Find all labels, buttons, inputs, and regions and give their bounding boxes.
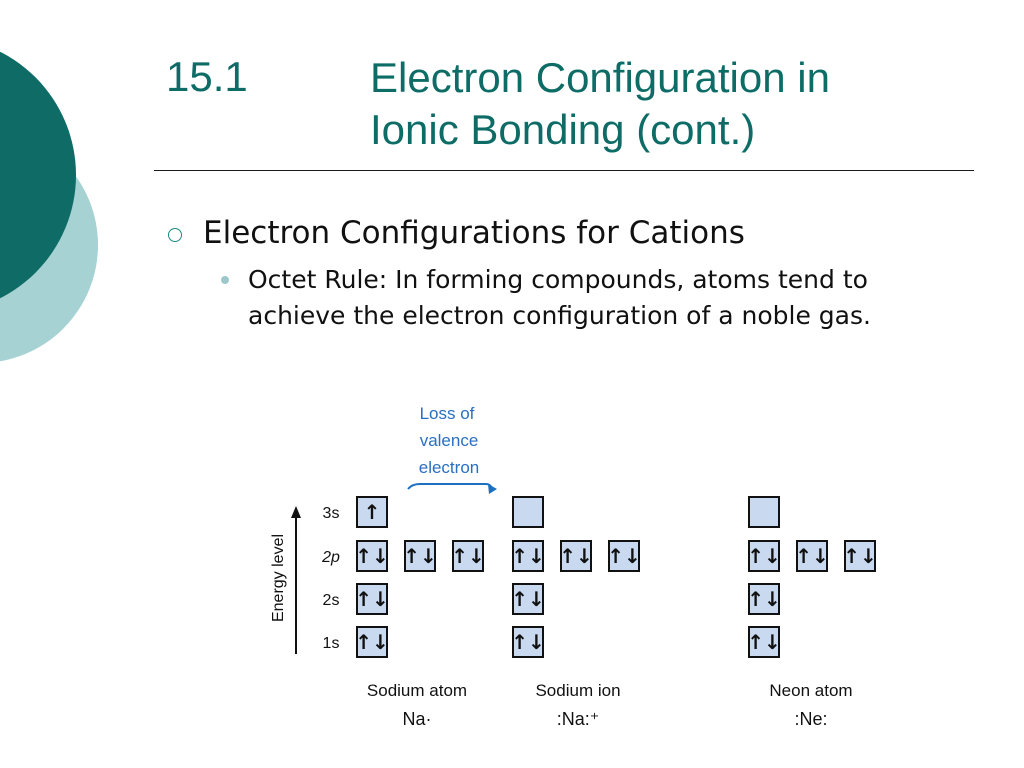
orbital-box-frame — [512, 540, 544, 572]
slide-number: 15.1 — [166, 53, 248, 100]
orbital-box-frame — [356, 583, 388, 615]
arrow-label-line-3: electron — [419, 458, 479, 477]
arrow-label-line-1: Loss of — [420, 404, 475, 423]
decor-circle-dark — [0, 51, 76, 299]
slide-title-line-2: Ionic Bonding (cont.) — [370, 106, 756, 153]
orbital-box-frame — [748, 496, 780, 528]
electron-spin: ↑↓ — [355, 630, 389, 654]
electron-spin: ↑↓ — [795, 544, 829, 568]
electron-spin: ↑↓ — [451, 544, 485, 568]
orbital-box: ↑↓ — [747, 626, 781, 658]
orbital-box-frame — [748, 540, 780, 572]
orbital-box-frame — [512, 583, 544, 615]
orbital-box: ↑↓ — [559, 540, 593, 572]
electron-spin: ↑↓ — [511, 544, 545, 568]
orbital-box: ↑↓ — [511, 540, 545, 572]
column-symbol: Na· — [402, 709, 431, 729]
column-name: Neon atom — [769, 681, 852, 700]
slide-decoration — [0, 51, 98, 362]
orbital-box-frame — [404, 540, 436, 572]
arrow-label-line-2: valence — [420, 431, 479, 450]
orbital-box: ↑↓ — [747, 540, 781, 572]
orbital-box-frame — [608, 540, 640, 572]
orbital-box-frame — [356, 540, 388, 572]
level-label-1s: 1s — [323, 635, 340, 652]
slide-title-line-1: Electron Configuration in — [370, 54, 830, 101]
orbital-box-frame — [844, 540, 876, 572]
electron-spin: ↑↓ — [607, 544, 641, 568]
orbital-box: ↑↓ — [355, 626, 389, 658]
orbital-box: ↑↓ — [511, 583, 545, 615]
electron-spin: ↑↓ — [559, 544, 593, 568]
orbital-box: ↑↓ — [355, 583, 389, 615]
orbital-box: ↑↓ — [511, 626, 545, 658]
column-symbol: :Ne: — [794, 709, 827, 729]
bullet-body: Octet Rule: In forming compounds, atoms … — [248, 265, 871, 330]
bullet-ring-icon — [168, 228, 182, 242]
orbital-box-frame — [356, 496, 388, 528]
energy-axis-label: Energy level — [270, 534, 287, 622]
level-label-2p: 2p — [321, 549, 340, 566]
slide-title: Electron Configuration in Ionic Bonding … — [370, 52, 830, 156]
orbital-box — [748, 496, 780, 528]
orbital-box: ↑↓ — [843, 540, 877, 572]
electron-spin: ↑↓ — [747, 544, 781, 568]
transfer-arrow-icon — [407, 483, 497, 494]
orbital-box: ↑↓ — [451, 540, 485, 572]
electron-spin: ↑ — [364, 500, 381, 524]
orbital-box: ↑↓ — [747, 583, 781, 615]
orbital-box-frame — [356, 626, 388, 658]
orbital-box-frame — [796, 540, 828, 572]
electron-spin: ↑↓ — [355, 544, 389, 568]
electron-spin: ↑↓ — [747, 587, 781, 611]
column-name: Sodium ion — [535, 681, 620, 700]
electron-spin: ↑↓ — [511, 587, 545, 611]
orbital-box: ↑↓ — [607, 540, 641, 572]
electron-spin: ↑↓ — [355, 587, 389, 611]
title-divider — [154, 170, 974, 171]
electron-spin: ↑↓ — [403, 544, 437, 568]
orbital-box — [512, 496, 544, 528]
electron-spin: ↑↓ — [511, 630, 545, 654]
orbital-box: ↑↓ — [355, 540, 389, 572]
orbital-box-frame — [560, 540, 592, 572]
column-name: Sodium atom — [367, 681, 467, 700]
orbital-box-frame — [452, 540, 484, 572]
orbital-box-frame — [512, 626, 544, 658]
orbital-box-frame — [748, 626, 780, 658]
level-label-3s: 3s — [323, 505, 340, 522]
electron-spin: ↑↓ — [843, 544, 877, 568]
level-label-2s: 2s — [323, 592, 340, 609]
orbital-box-frame — [748, 583, 780, 615]
bullet-dot-icon — [221, 276, 229, 284]
column-symbol: :Na:⁺ — [557, 709, 600, 729]
orbital-box: ↑ — [356, 496, 388, 528]
electron-spin: ↑↓ — [747, 630, 781, 654]
energy-axis — [291, 506, 301, 654]
bullet-heading: Electron Configurations for Cations — [203, 215, 745, 251]
orbital-box-frame — [512, 496, 544, 528]
orbital-box: ↑↓ — [403, 540, 437, 572]
orbital-box: ↑↓ — [795, 540, 829, 572]
